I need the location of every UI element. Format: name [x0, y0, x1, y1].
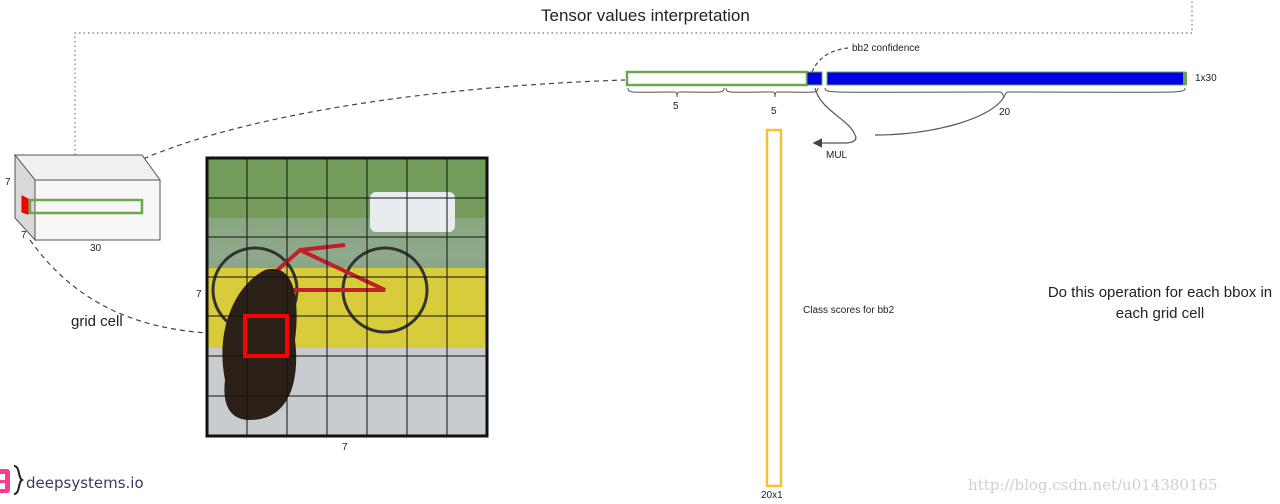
- mul-curve-from-confidence: [812, 87, 857, 148]
- class-score-column: [765, 128, 783, 488]
- brand-name: deepsystems.io: [26, 474, 144, 492]
- segment1-label: 5: [673, 101, 679, 112]
- operation-note: Do this operation for each bbox in each …: [1047, 284, 1273, 322]
- grid-rows-label: 7: [196, 289, 202, 300]
- cube-width-label: 30: [90, 243, 102, 254]
- cube-height-label: 7: [5, 177, 11, 188]
- deepsystems-logo-icon: [0, 465, 25, 495]
- cube-depth-label: 7: [21, 230, 27, 241]
- segment2-label: 5: [771, 106, 777, 117]
- watermark-url: http://blog.csdn.net/u014380165: [968, 476, 1218, 494]
- class-scores-label: Class scores for bb2: [803, 305, 895, 316]
- tensor-cube: [13, 153, 161, 242]
- dashed-curve-confidence: [811, 47, 849, 73]
- grid-cell-label: grid cell: [71, 313, 123, 330]
- photo-grid: [205, 156, 489, 438]
- confidence-label: bb2 confidence: [852, 43, 920, 54]
- classes-count-label: 20: [999, 107, 1011, 118]
- segment-braces: [627, 87, 1186, 98]
- class-column-size-label: 20x1: [761, 490, 783, 501]
- diagram-title: Tensor values interpretation: [541, 6, 750, 25]
- mul-curve-from-classes: [874, 96, 1005, 136]
- tensor-bar: [625, 70, 1187, 87]
- mul-label: MUL: [826, 150, 848, 161]
- dotted-frame-line: [74, 0, 1193, 155]
- grid-cols-label: 7: [342, 442, 348, 453]
- bar-size-label: 1x30: [1195, 73, 1217, 84]
